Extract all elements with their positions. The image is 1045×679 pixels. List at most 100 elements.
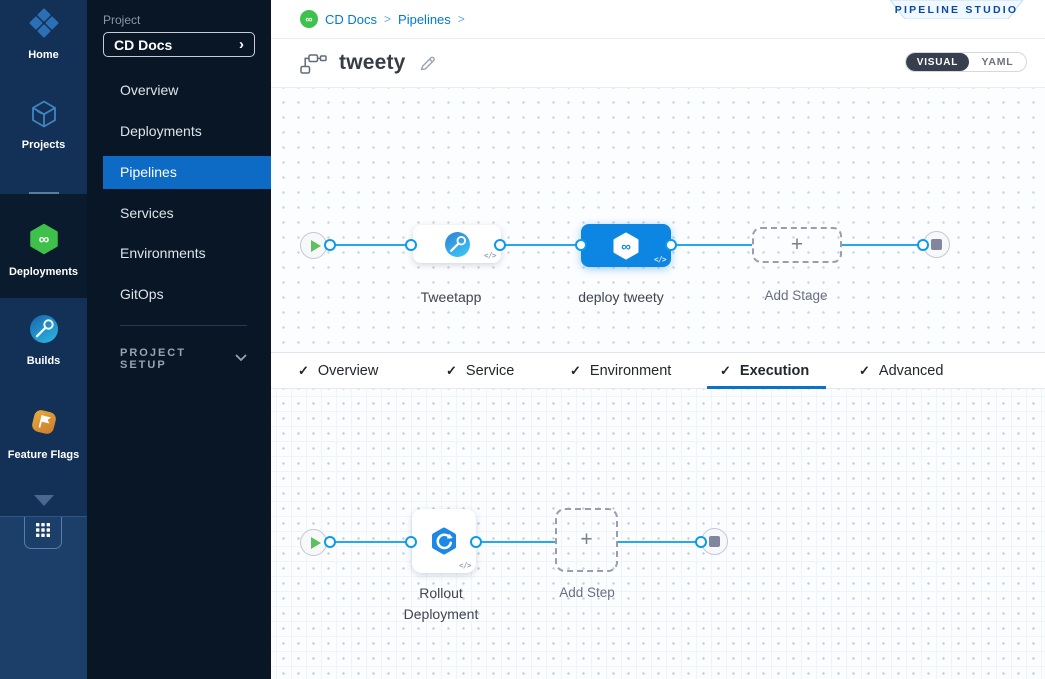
play-icon <box>310 239 321 252</box>
connector-line <box>842 243 923 246</box>
project-label: Project <box>103 13 141 27</box>
play-icon <box>310 536 321 549</box>
connector-line <box>330 540 412 543</box>
sidebar-divider <box>120 325 247 326</box>
svg-text:∞: ∞ <box>38 231 49 248</box>
add-step-label: Add Step <box>559 585 615 600</box>
connector-line <box>671 243 752 246</box>
rail-item-builds[interactable]: Builds <box>0 313 87 367</box>
tab-label: Advanced <box>878 363 944 379</box>
chevron-down-icon <box>235 353 247 365</box>
stage-label: Tweetapp <box>420 289 482 305</box>
module-rail: Home Projects ∞ Deployments <box>0 0 87 679</box>
sidebar-item-overview[interactable]: Overview <box>120 82 179 98</box>
tab-label: Overview <box>317 363 379 379</box>
rail-item-projects[interactable]: Projects <box>0 99 87 151</box>
execution-canvas[interactable]: </> + Rollout Deployment Add Step <box>271 389 1045 679</box>
toggle-visual-button[interactable]: VISUAL <box>906 53 969 71</box>
k8s-rolling-deployment-icon <box>429 526 459 556</box>
home-icon <box>28 7 60 44</box>
plus-icon: + <box>790 233 804 256</box>
stage-label: deploy tweety <box>578 289 664 305</box>
stage-tabbar: ✓ Overview ✓ Service ✓ Environment ✓ Exe… <box>271 352 1045 389</box>
connector-line <box>500 243 581 246</box>
module-grid-button[interactable] <box>24 517 62 549</box>
tab-advanced[interactable]: ✓ Advanced <box>859 353 943 389</box>
stop-icon <box>931 239 942 250</box>
connector-port <box>917 239 929 251</box>
project-selector[interactable]: CD Docs › <box>103 32 255 57</box>
check-icon: ✓ <box>859 363 870 378</box>
main-content: ∞ CD Docs > Pipelines > PIPELINE STUDIO <box>271 0 1045 679</box>
pipeline-title: tweety <box>339 51 406 74</box>
rail-divider <box>29 192 59 194</box>
svg-text:∞: ∞ <box>305 15 312 26</box>
tab-overview[interactable]: ✓ Overview <box>298 353 378 389</box>
connector-port <box>470 536 482 548</box>
check-icon: ✓ <box>720 363 731 378</box>
stage-node-tweetapp[interactable]: </> <box>413 225 501 263</box>
check-icon: ✓ <box>570 363 581 378</box>
add-step-button[interactable]: + <box>555 508 618 572</box>
project-setup-label: PROJECT SETUP <box>120 347 186 371</box>
connector-line <box>330 243 411 246</box>
toggle-yaml-button[interactable]: YAML <box>981 56 1014 68</box>
stage-canvas[interactable]: </> ∞ </> + <box>271 88 1045 352</box>
build-stage-icon <box>444 231 471 258</box>
rail-item-label: Deployments <box>8 266 79 278</box>
breadcrumb-separator: > <box>384 12 392 26</box>
rail-bottom-section <box>0 516 87 679</box>
deploy-stage-icon: ∞ <box>611 231 641 261</box>
sidebar-item-gitops[interactable]: GitOps <box>120 286 164 302</box>
rail-more-modules-chevron-icon[interactable] <box>34 495 54 506</box>
stage-node-deploy-tweety[interactable]: ∞ </> <box>581 224 671 267</box>
breadcrumb-separator: > <box>457 12 465 26</box>
sidebar-item-environments[interactable]: Environments <box>120 245 206 261</box>
rail-item-home[interactable]: Home <box>0 7 87 61</box>
chevron-right-icon: › <box>239 36 244 53</box>
add-stage-label: Add Stage <box>764 288 828 303</box>
feature-flags-icon <box>27 405 61 444</box>
builds-icon <box>28 313 60 350</box>
add-stage-button[interactable]: + <box>752 227 842 263</box>
connector-port <box>405 536 417 548</box>
tab-execution[interactable]: ✓ Execution <box>720 353 809 389</box>
plus-icon: + <box>580 528 593 551</box>
tab-label: Execution <box>739 363 810 379</box>
connector-port <box>494 239 506 251</box>
rail-item-deployments[interactable]: ∞ Deployments <box>0 222 87 278</box>
tab-label: Service <box>465 363 515 379</box>
connector-port <box>665 239 677 251</box>
pipeline-graph-icon <box>300 53 327 74</box>
projects-icon <box>29 99 59 134</box>
cd-module-icon: ∞ <box>300 10 318 28</box>
rail-item-feature-flags[interactable]: Feature Flags <box>0 405 87 461</box>
sidebar-item-services[interactable]: Services <box>120 205 174 221</box>
step-node-rollout-deployment[interactable]: </> <box>412 509 476 573</box>
pipeline-studio-badge-label: PIPELINE STUDIO <box>894 3 1019 16</box>
rail-item-label: Projects <box>21 139 66 151</box>
rail-item-label: Home <box>28 49 59 61</box>
connector-port <box>405 239 417 251</box>
grid-icon <box>36 523 50 542</box>
sidebar-item-pipelines[interactable]: Pipelines <box>103 156 271 189</box>
sidebar-item-deployments[interactable]: Deployments <box>120 123 202 139</box>
project-selector-value: CD Docs <box>114 36 173 53</box>
project-setup-toggle[interactable]: PROJECT SETUP <box>120 347 247 371</box>
active-tab-underline <box>707 386 826 389</box>
svg-text:∞: ∞ <box>621 238 631 253</box>
tab-label: Environment <box>589 363 672 379</box>
rail-item-label: Builds <box>26 355 61 367</box>
step-label: Rollout Deployment <box>403 585 479 622</box>
rail-item-label: Feature Flags <box>7 449 80 461</box>
check-icon: ✓ <box>446 363 457 378</box>
connector-port <box>695 536 707 548</box>
breadcrumb-pipelines-link[interactable]: Pipelines <box>398 11 451 27</box>
stop-icon <box>709 536 720 547</box>
edit-pencil-icon[interactable] <box>418 54 437 73</box>
breadcrumb-project-link[interactable]: CD Docs <box>325 11 378 27</box>
connector-line <box>476 540 555 543</box>
tab-environment[interactable]: ✓ Environment <box>570 353 671 389</box>
tab-service[interactable]: ✓ Service <box>446 353 514 389</box>
